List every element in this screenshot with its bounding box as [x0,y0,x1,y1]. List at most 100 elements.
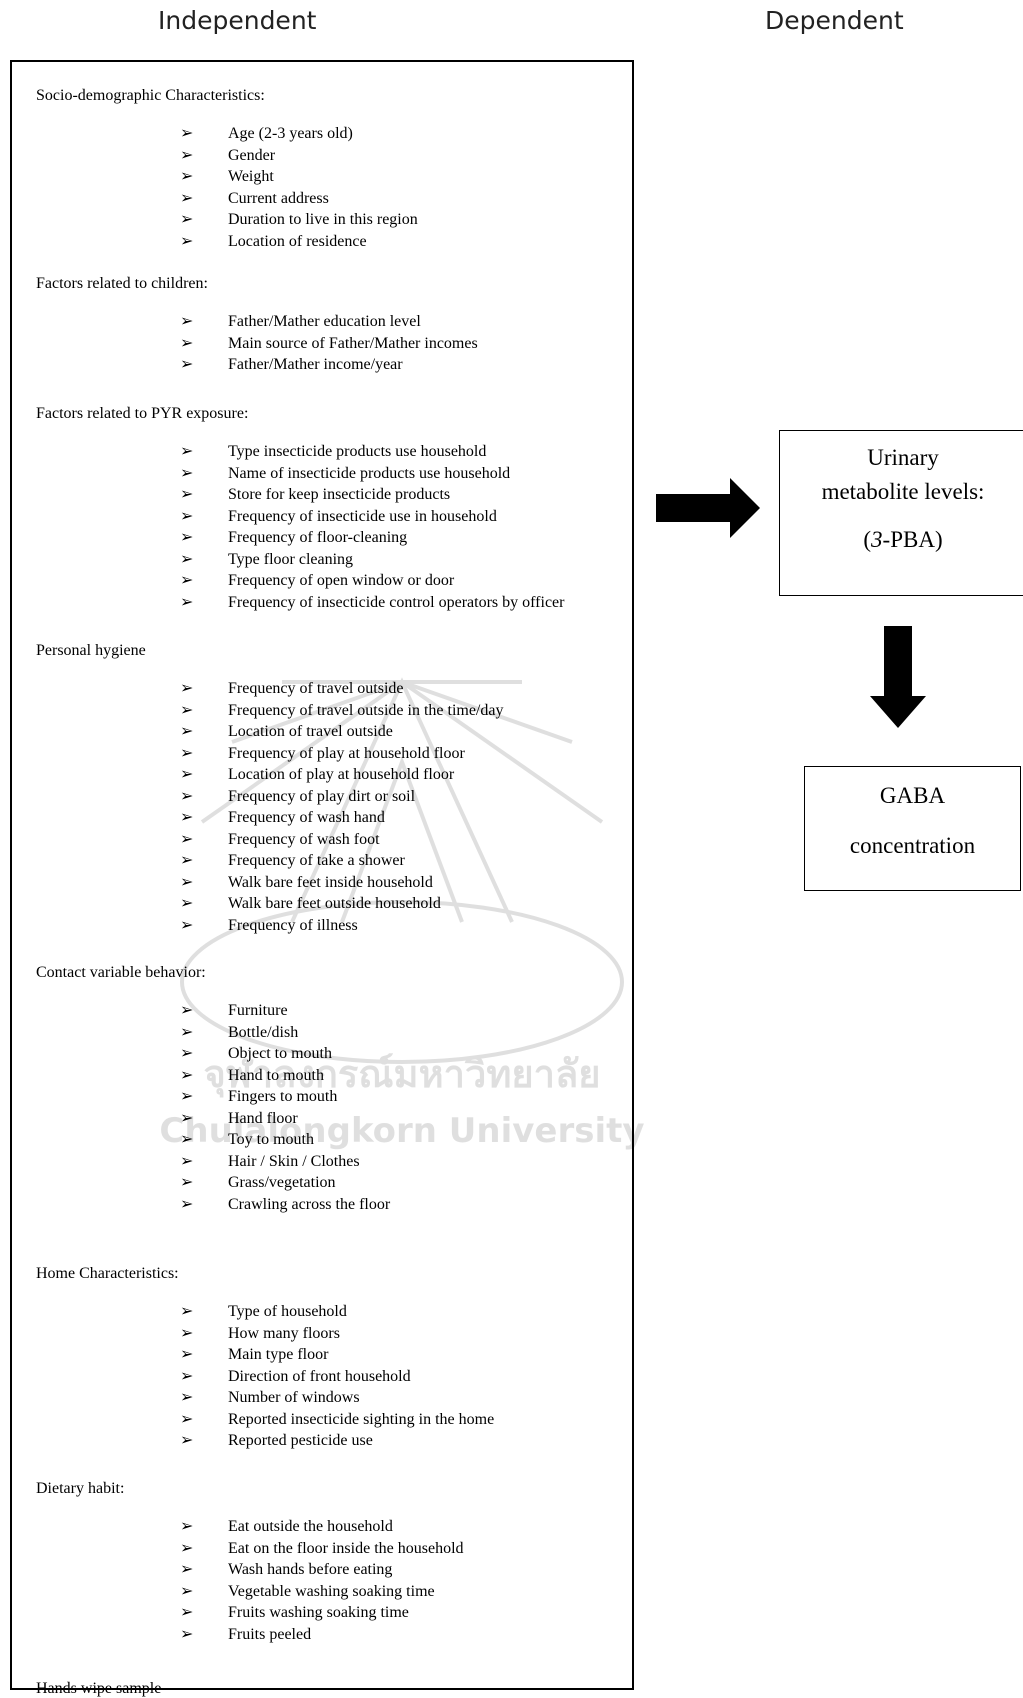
list-item-text: Object to mouth [228,1045,332,1062]
urinary-pba: -PBA) [882,527,943,552]
list-item: ➢Number of windows [12,1387,632,1409]
arrow-bullet-icon: ➢ [180,1195,194,1213]
list-item: ➢ Fruits washing soaking time [12,1602,632,1624]
list-item-text: Type insecticide products use household [228,443,487,460]
watermark-thai-text: จุฬาลงกรณ์มหาวิทยาลัย [203,1052,600,1098]
list-item: ➢Grass/vegetation [12,1172,632,1194]
list-item: ➢Frequency of illness [12,915,632,937]
list-item-text: Main type floor [228,1346,329,1363]
list-item-text: Hair / Skin / Clothes [228,1152,360,1170]
list-item-text: Walk bare feet outside household [228,895,441,912]
list-item-text: Location of travel outside [228,723,393,740]
arrow-bullet-icon: ➢ [180,550,194,568]
arrow-bullet-icon: ➢ [180,1109,194,1127]
list-item: ➢ Frequency of insecticide use in househo… [12,506,632,528]
arrow-bullet-icon: ➢ [180,744,194,762]
arrow-bullet-icon: ➢ [180,830,194,848]
section-item-list: ➢Furniture➢Bottle/dish➢Object to mouth➢H… [12,1000,632,1215]
list-item-text: Furniture [228,1002,288,1019]
list-item-text: Crawling across the floor [228,1195,391,1213]
list-item-text: Frequency of floor-cleaning [228,529,408,546]
arrow-bullet-icon: ➢ [180,1002,194,1019]
list-item: ➢Bottle/dish [12,1022,632,1044]
arrow-bullet-icon: ➢ [180,1432,194,1449]
list-item: ➢Frequency of travel outside [12,678,632,700]
arrow-bullet-icon: ➢ [180,334,194,352]
section-title: Dietary habit: [36,1480,125,1497]
list-item-text: Frequency of wash foot [228,830,380,848]
list-item: ➢Eat outside the household [12,1516,632,1538]
list-item-text: Father/Mather education level [228,313,421,330]
list-item: ➢Hand to mouth [12,1065,632,1087]
arrow-bullet-icon: ➢ [180,1604,194,1621]
gaba-line2: concentration [849,833,976,858]
urinary-metabolite-box: Urinary metabolite levels: (3-PBA) [779,430,1023,596]
section-item-list: ➢Frequency of travel outside➢Frequency o… [12,678,632,936]
list-item: ➢Location of play at household floor [12,764,632,786]
list-item: ➢ Father/Mather education level [12,311,632,333]
list-item-text: Frequency of travel outside [228,680,404,697]
arrow-bullet-icon: ➢ [180,507,194,525]
list-item-text: Current address [228,189,329,207]
urinary-line2: metabolite levels: [821,479,985,504]
list-item: ➢ Type insecticide products use household [12,441,632,463]
list-item: ➢ Gender [12,145,632,167]
arrow-bullet-icon: ➢ [180,1389,194,1406]
arrow-bullet-icon: ➢ [180,189,194,207]
section-title: Factors related to children: [36,275,208,292]
list-item: ➢Eat on the floor inside the household [12,1538,632,1560]
arrow-bullet-icon: ➢ [180,529,194,546]
list-item: ➢Father/Mather income/year [12,354,632,376]
list-item-text: Fingers to mouth [228,1088,338,1105]
list-item-text: Gender [228,146,276,164]
list-item-text: Frequency of illness [228,916,358,934]
independent-variables-box: จุฬาลงกรณ์มหาวิทยาลัย Chulalongkorn Univ… [10,60,645,1697]
list-item: ➢Toy to mouth [12,1129,632,1151]
list-item: ➢Frequency of insecticide control operat… [12,592,632,614]
list-item-text: Fruits washing soaking time [228,1604,409,1621]
arrow-bullet-icon: ➢ [180,701,194,719]
arrow-bullet-icon: ➢ [180,486,194,503]
arrow-bullet-icon: ➢ [180,852,194,869]
arrow-bullet-icon: ➢ [180,443,194,460]
list-item-text: Duration to live in this region [228,211,418,228]
arrow-bullet-icon: ➢ [180,873,194,891]
arrow-bullet-icon: ➢ [180,146,194,164]
arrow-bullet-icon: ➢ [180,313,194,330]
arrow-bullet-icon: ➢ [180,1518,194,1535]
list-item: ➢Store for keep insecticide products [12,484,632,506]
down-arrow-icon [870,626,926,728]
university-seal-watermark: จุฬาลงกรณ์มหาวิทยาลัย Chulalongkorn Univ… [159,677,645,1151]
list-item: ➢ Main source of Father/Mather incomes [12,333,632,355]
list-item-text: Reported pesticide use [228,1432,373,1449]
list-item: ➢ Walk bare feet inside household [12,872,632,894]
list-item-text: Main source of Father/Mather incomes [228,334,478,352]
list-item-text: Frequency of open window or door [228,572,455,589]
list-item-text: Bottle/dish [228,1023,299,1041]
section-item-list: ➢ Father/Mather education level ➢ Main sour… [12,311,632,376]
list-item: ➢ Walk bare feet outside household [12,893,632,915]
list-item: ➢Fruits peeled [12,1624,632,1646]
arrow-bullet-icon: ➢ [180,723,194,740]
list-item: ➢Frequency of play dirt or soil [12,786,632,808]
list-item-text: Name of insecticide products use househo… [228,464,511,482]
list-item-text: Frequency of insecticide use in househol… [228,507,497,525]
list-item: ➢ Furniture [12,1000,632,1022]
list-item-text: Frequency of insecticide control operato… [228,593,565,611]
urinary-line3: (3-PBA) [780,527,1023,553]
list-item-text: Frequency of wash hand [228,809,385,826]
list-item-text: Walk bare feet inside household [228,873,433,891]
list-item: ➢Reported insecticide sighting in the ho… [12,1409,632,1431]
list-item: ➢ Location of travel outside [12,721,632,743]
arrow-bullet-icon: ➢ [180,1410,194,1428]
list-item-text: Frequency of play at household floor [228,744,465,762]
arrow-bullet-icon: ➢ [180,895,194,912]
list-item-text: Location of residence [228,232,367,250]
list-item-text: Eat on the floor inside the household [228,1539,464,1557]
arrow-bullet-icon: ➢ [180,1131,194,1148]
arrow-bullet-icon: ➢ [180,125,194,142]
section-title: Contact variable behavior: [36,964,206,981]
gaba-concentration-box: GABA concentration [804,766,1021,891]
list-item-text: How many floors [228,1324,340,1342]
list-item: ➢Name of insecticide products use househ… [12,463,632,485]
